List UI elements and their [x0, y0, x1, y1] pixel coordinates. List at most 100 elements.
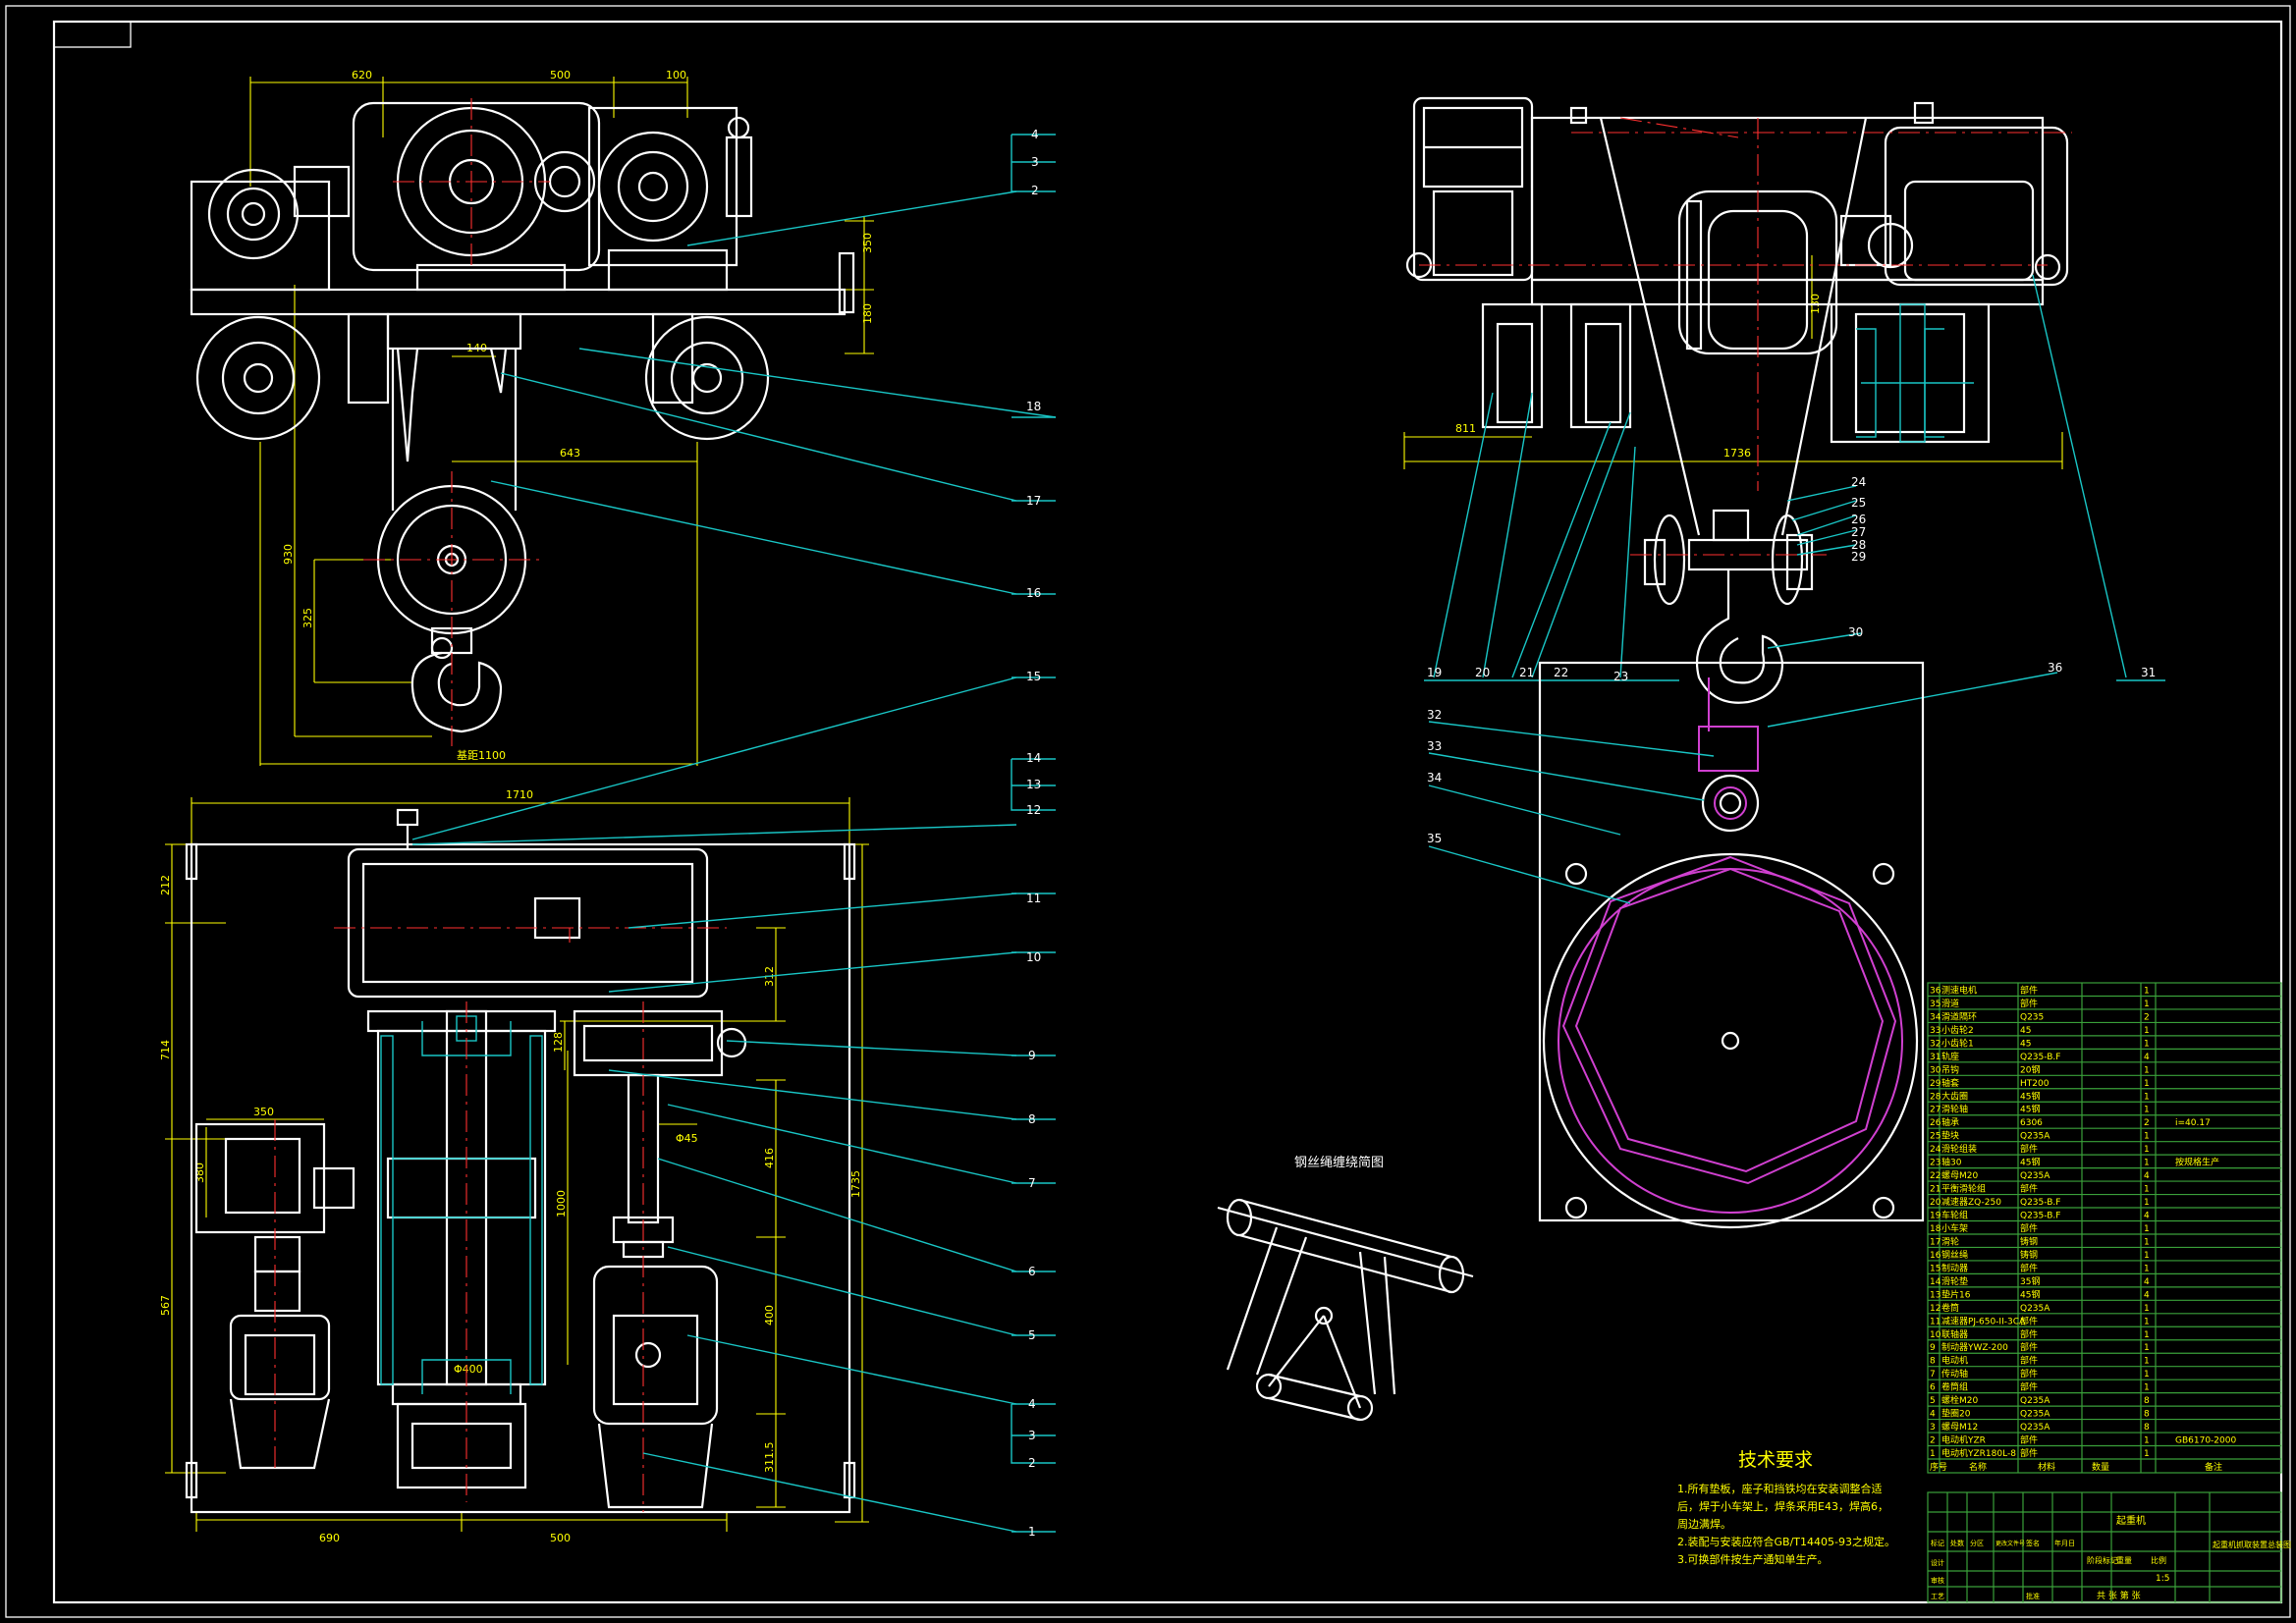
dim-311-5: 311.5 [763, 1442, 776, 1474]
balloon-15: 15 [1026, 670, 1041, 683]
title-drawing: 起重机抓取装置总装图 [2213, 1540, 2291, 1549]
balloon-5: 5 [1028, 1328, 1036, 1342]
balloon-30: 30 [1848, 625, 1863, 639]
bom-cell: 部件 [2020, 1143, 2038, 1155]
dim-350-left: 350 [253, 1106, 274, 1118]
title-label-scale: 比例 [2151, 1555, 2166, 1565]
bom-cell: 卷筒组 [1941, 1381, 1968, 1393]
bom-cell: Q235A [2020, 1171, 2050, 1181]
bom-cell: 1 [2144, 1343, 2150, 1353]
balloon-3-top: 3 [1031, 155, 1039, 169]
balloon-2-top: 2 [1031, 184, 1039, 197]
balloon-33: 33 [1427, 739, 1442, 753]
bom-cell: 1 [2144, 1251, 2150, 1261]
bom-header-cell: 备注 [2205, 1461, 2222, 1473]
bom-cell: 35 [1930, 1000, 1941, 1009]
bom-cell: 1 [2144, 1357, 2150, 1367]
balloon-23: 23 [1613, 670, 1628, 683]
balloon-16-top: 16 [1026, 586, 1041, 600]
bom-cell: 1 [2144, 1092, 2150, 1102]
bom-cell: Q235A [2020, 1132, 2050, 1142]
bom-cell: 垫片16 [1941, 1288, 1971, 1300]
bom-cell: 1 [2144, 1026, 2150, 1036]
balloon-34-plate: 34 [1427, 771, 1442, 784]
bom-cell: 8 [2144, 1410, 2150, 1420]
bom-cell: 45钢 [2020, 1104, 2040, 1115]
bom-cell: 1 [2144, 986, 2150, 996]
bom-cell: 45钢 [2020, 1288, 2040, 1300]
bom-cell: 6306 [2020, 1118, 2043, 1128]
bom-cell: 部件 [2020, 1368, 2038, 1380]
bom-cell: 3 [1930, 1423, 1936, 1433]
bom-cell: 制动器YWZ-200 [1941, 1341, 2008, 1353]
title-label-approve: 批准 [2026, 1592, 2040, 1600]
rope-diagram-title: 钢丝绳缠绕简图 [1294, 1155, 1384, 1170]
bom-cell: 2 [2144, 1118, 2150, 1128]
bom-remark: i=40.17 [2175, 1118, 2211, 1128]
title-sheet: 共 张 第 张 [2097, 1590, 2141, 1601]
bom-cell: 滑轮轴 [1941, 1104, 1968, 1115]
bom-cell: 小齿轮2 [1941, 1024, 1974, 1036]
bom-cell: 测速电机 [1941, 984, 1977, 996]
bom-cell: 26 [1930, 1118, 1941, 1128]
bom-header-cell: 数量 [2092, 1461, 2109, 1473]
dim-212: 212 [159, 875, 172, 895]
bom-cell: 45 [2020, 1026, 2031, 1036]
bom-cell: 轴承 [1941, 1116, 1959, 1128]
bom-cell: 1 [2144, 1330, 2150, 1340]
title-label-stage: 阶段标记 [2087, 1555, 2118, 1565]
bom-cell: 10 [1930, 1330, 1941, 1340]
note-line-1: 1.所有垫板，座子和挡铁均在安装调整合适 [1677, 1482, 1883, 1495]
bom-cell: 电动机YZR [1941, 1434, 1986, 1446]
balloon-35: 35 [1427, 832, 1442, 845]
balloon-26: 26 [1851, 513, 1866, 526]
dim-phi45: Φ45 [676, 1132, 698, 1145]
bom-cell: Q235-B.F [2020, 1198, 2060, 1208]
bom-header-cell: 材料 [2038, 1461, 2055, 1473]
note-line-2: 后，焊于小车架上，焊条采用E43，焊高6， [1677, 1499, 1888, 1513]
bom-cell: 1 [2144, 1370, 2150, 1380]
bom-cell: Q235A [2020, 1396, 2050, 1406]
bom-cell: 4 [2144, 1277, 2150, 1287]
bom-cell: 31 [1930, 1053, 1941, 1062]
bom-cell: 1 [2144, 1106, 2150, 1115]
balloon-3-bottom: 3 [1028, 1429, 1036, 1442]
bom-cell: 1 [2144, 1383, 2150, 1393]
dim-714: 714 [159, 1040, 172, 1060]
bom-cell: 部件 [2020, 1434, 2038, 1446]
dim-500: 500 [550, 69, 571, 81]
title-label-design: 设计 [1931, 1558, 1944, 1567]
bom-cell: 1 [1930, 1449, 1936, 1459]
balloon-4-bottom: 4 [1028, 1397, 1036, 1411]
bom-cell: 吊钩 [1941, 1063, 1959, 1075]
bom-cell: 45 [2020, 1039, 2031, 1049]
bom-cell: 8 [2144, 1396, 2150, 1406]
bom-cell: 1 [2144, 1065, 2150, 1075]
balloon-6: 6 [1028, 1265, 1036, 1278]
bom-cell: 钢丝绳 [1941, 1249, 1968, 1261]
balloon-19: 19 [1427, 666, 1442, 679]
bom-cell: 20钢 [2020, 1063, 2040, 1075]
bom-cell: 小齿轮1 [1941, 1037, 1974, 1049]
bom-cell: 1 [2144, 1039, 2150, 1049]
balloon-24: 24 [1851, 475, 1866, 489]
dim-567: 567 [159, 1295, 172, 1316]
bom-cell: 7 [1930, 1370, 1936, 1380]
bom-cell: 减速器PJ-650-II-3CA [1941, 1315, 2026, 1326]
bom-cell: 部件 [2020, 984, 2038, 996]
bom-remark: 按规格生产 [2175, 1157, 2219, 1168]
bom-cell: 29 [1930, 1079, 1941, 1089]
bom-cell: Q235 [2020, 1012, 2044, 1022]
balloon-9: 9 [1028, 1049, 1036, 1062]
bom-cell: 轴30 [1941, 1157, 1962, 1168]
dim-416: 416 [763, 1148, 776, 1168]
balloon-14: 14 [1026, 751, 1041, 765]
balloon-17: 17 [1026, 494, 1041, 508]
bom-cell: 1 [2144, 1198, 2150, 1208]
bom-cell: Q235-B.F [2020, 1212, 2060, 1221]
bom-cell: 1 [2144, 1317, 2150, 1326]
bom-cell: 1 [2144, 1436, 2150, 1446]
bom-cell: 6 [1930, 1383, 1936, 1393]
title-label-change: 更改文件号 [1995, 1540, 2025, 1547]
